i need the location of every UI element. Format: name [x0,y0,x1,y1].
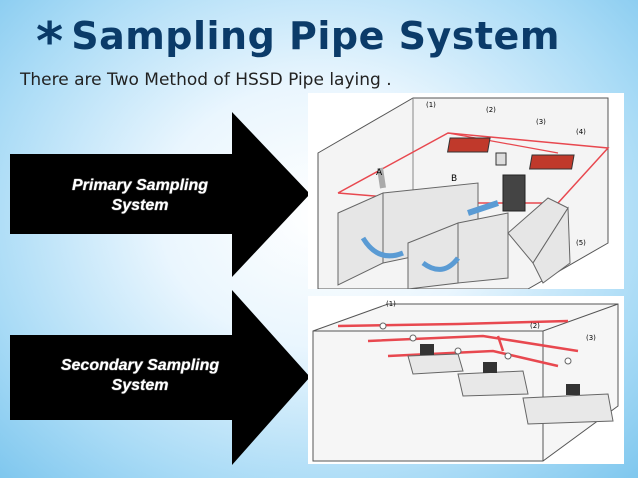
secondary-diagram: (1) (2) (3) [312,300,619,462]
primary-label-line2: System [111,197,169,214]
callout-b1: (1) [386,300,396,308]
primary-arrow-label: Primary Sampling System [30,176,250,216]
callout-5: (5) [576,239,586,247]
title-row: * Sampling Pipe System [36,8,560,68]
callout-1: (1) [426,101,436,109]
callout-3: (3) [536,118,546,126]
callout-b2: (2) [530,322,540,330]
title-bullet: * [36,12,64,72]
callout-4: (4) [576,128,586,136]
callout-2: (2) [486,106,496,114]
server-racks [337,182,571,290]
secondary-arrow [10,290,310,465]
primary-diagram-panel: (1) (2) (3) (4) (5) A B [308,93,624,290]
slide-subtitle: There are Two Method of HSSD Pipe laying… [20,70,392,90]
callout-b3: (3) [586,334,596,342]
secondary-arrow-label: Secondary Sampling System [20,356,260,396]
letter-a: A [376,168,383,178]
secondary-label-line1: Secondary Sampling [60,357,220,374]
letter-b: B [451,174,457,184]
primary-arrow [10,112,310,277]
primary-label-line1: Primary Sampling [71,177,209,194]
primary-diagram: (1) (2) (3) (4) (5) A B [317,97,610,290]
secondary-diagram-panel: (1) (2) (3) [308,296,624,464]
secondary-label-line2: System [111,377,169,394]
slide-title: Sampling Pipe System [71,14,560,58]
